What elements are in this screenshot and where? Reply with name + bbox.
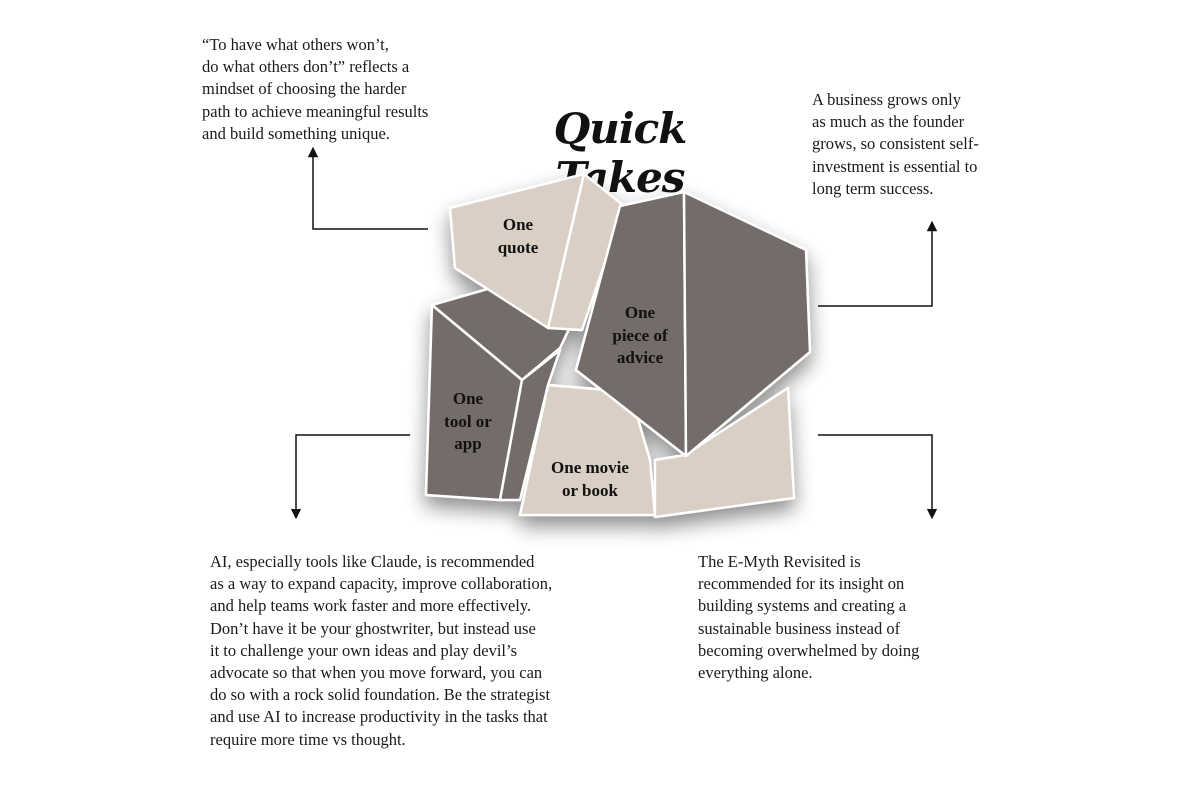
callout-line: and use AI to increase productivity in t… xyxy=(210,707,548,727)
callout-line: A business grows only xyxy=(812,90,961,109)
label-one-tool-or-app: One tool or app xyxy=(428,388,508,456)
connector-quote xyxy=(307,146,428,230)
callout-line: path to achieve meaningful results xyxy=(202,101,429,121)
callout-line: do what others don’t” reflects a xyxy=(202,57,410,77)
title: Quick Takes xyxy=(553,104,688,202)
callout-line: and help teams work faster and more effe… xyxy=(210,596,532,616)
connector-advice xyxy=(818,220,938,307)
callout-line: require more time vs thought. xyxy=(210,729,406,749)
label-one-piece-of-advice: One piece of advice xyxy=(590,302,690,370)
label-one-quote: One quote xyxy=(468,214,568,259)
callout-line: everything alone. xyxy=(698,663,813,683)
piece-quote-side xyxy=(546,172,626,332)
callout-line: grows, so consistent self- xyxy=(812,134,979,154)
connector-book xyxy=(818,434,938,520)
callout-line: as much as the founder xyxy=(812,112,965,132)
callout-line: Don’t have it be your ghostwriter, but i… xyxy=(210,618,536,638)
callout-line: building systems and creating a xyxy=(698,596,907,616)
callout-line: long term success. xyxy=(812,178,934,198)
callout-book: The E-Myth Revisited is recommended for … xyxy=(698,551,919,684)
label-line: One xyxy=(624,303,656,322)
connector-tool xyxy=(290,434,410,520)
label-line: One movie xyxy=(551,458,629,477)
label-line: piece of xyxy=(612,325,668,345)
callout-line: mindset of choosing the harder xyxy=(202,79,407,99)
label-line: tool or xyxy=(444,411,492,431)
label-line: or book xyxy=(562,480,618,500)
callout-line: becoming overwhelmed by doing xyxy=(698,640,920,660)
callout-line: The E-Myth Revisited is xyxy=(698,552,861,571)
callout-line: recommended for its insight on xyxy=(698,574,905,594)
callout-advice: A business grows only as much as the fou… xyxy=(812,89,979,200)
callout-line: as a way to expand capacity, improve col… xyxy=(210,574,553,594)
callout-line: advocate so that when you move forward, … xyxy=(210,663,543,683)
callout-quote: “To have what others won’t, do what othe… xyxy=(202,34,428,145)
callout-tool: AI, especially tools like Claude, is rec… xyxy=(210,551,552,751)
label-one-movie-or-book: One movie or book xyxy=(535,457,645,502)
callout-line: “To have what others won’t, xyxy=(202,35,389,54)
label-line: app xyxy=(454,434,482,453)
callout-line: investment is essential to xyxy=(812,156,978,176)
callout-line: sustainable business instead of xyxy=(698,618,901,638)
piece-advice-side xyxy=(682,190,812,458)
piece-book-side xyxy=(653,386,796,519)
callout-line: do so with a rock solid foundation. Be t… xyxy=(210,685,551,705)
callout-line: and build something unique. xyxy=(202,123,390,143)
label-line: One xyxy=(452,389,484,408)
label-line: One xyxy=(502,215,534,234)
label-line: quote xyxy=(497,237,539,257)
callout-line: AI, especially tools like Claude, is rec… xyxy=(210,552,535,571)
piece-tool-side xyxy=(498,348,562,502)
callout-line: it to challenge your own ideas and play … xyxy=(210,640,518,660)
label-line: advice xyxy=(616,348,664,367)
